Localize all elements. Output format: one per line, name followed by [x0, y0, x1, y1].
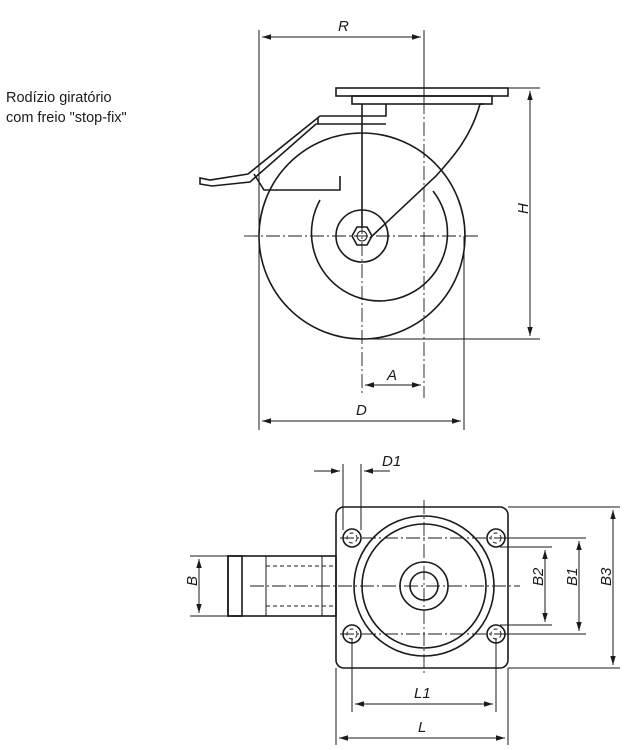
axle-nut [351, 226, 373, 246]
caption-line-2: com freio "stop-fix" [6, 110, 127, 126]
dim-L1-label: L1 [414, 685, 431, 702]
dim-B2-label: B2 [530, 567, 547, 586]
brake-pedal-tip [227, 555, 243, 617]
caption: Rodízio giratório com freio "stop-fix" [6, 88, 127, 128]
brake-shoe [253, 173, 341, 191]
dim-B3-label: B3 [598, 567, 615, 586]
swivel-inner [361, 523, 487, 649]
side-view: R H A D [199, 18, 540, 430]
caption-line-1: Rodízio giratório [6, 90, 112, 106]
dim-A-label: A [386, 367, 397, 384]
brake-lever [199, 104, 387, 187]
dim-B1-label: B1 [564, 568, 581, 586]
dim-D1-label: D1 [382, 453, 401, 470]
top-plate [335, 87, 509, 97]
dim-D-label: D [356, 402, 367, 419]
swivel-ring [351, 95, 493, 105]
dim-R-label: R [338, 18, 349, 35]
dim-H-label: H [515, 203, 532, 214]
fork-leg [369, 103, 481, 239]
dim-B-label: B [184, 576, 201, 586]
wheel-rim [310, 190, 449, 302]
top-view: D1 B B2 B1 B3 L1 L [184, 453, 620, 745]
dim-L-label: L [418, 719, 426, 736]
